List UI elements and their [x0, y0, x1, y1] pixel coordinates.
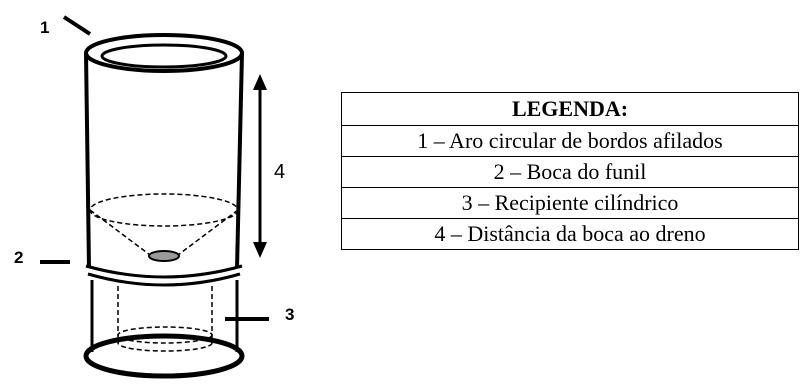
callout-3-label: 3 — [285, 305, 294, 324]
legend-item-1: 1 – Aro circular de bordos afilados — [341, 125, 799, 157]
legend-title: LEGENDA: — [341, 92, 799, 126]
callout-1-label: 1 — [40, 18, 49, 37]
inner-container — [117, 286, 213, 352]
legend-row: 4 – Distância da boca ao dreno — [341, 218, 799, 250]
upper-cylinder — [84, 33, 244, 287]
legend-row: 1 – Aro circular de bordos afilados — [341, 125, 799, 157]
funnel-drain — [148, 250, 180, 262]
legend-row: 2 – Boca do funil — [341, 156, 799, 188]
callout-4-label: 4 — [274, 161, 285, 183]
funnel-mouth — [89, 193, 239, 227]
legend-header-row: LEGENDA: — [341, 92, 799, 126]
callout-2-label: 2 — [14, 248, 23, 267]
base — [83, 333, 245, 379]
legend-item-2: 2 – Boca do funil — [341, 156, 799, 188]
legend-row: 3 – Recipiente cilíndrico — [341, 187, 799, 219]
legend-item-3: 3 – Recipiente cilíndrico — [341, 187, 799, 219]
legend-table: LEGENDA: 1 – Aro circular de bordos afil… — [341, 92, 799, 250]
callout-1-pointer — [62, 15, 92, 36]
legend-item-4: 4 – Distância da boca ao dreno — [341, 218, 799, 250]
distance-arrow — [253, 74, 267, 258]
lower-cylinder — [83, 280, 245, 379]
